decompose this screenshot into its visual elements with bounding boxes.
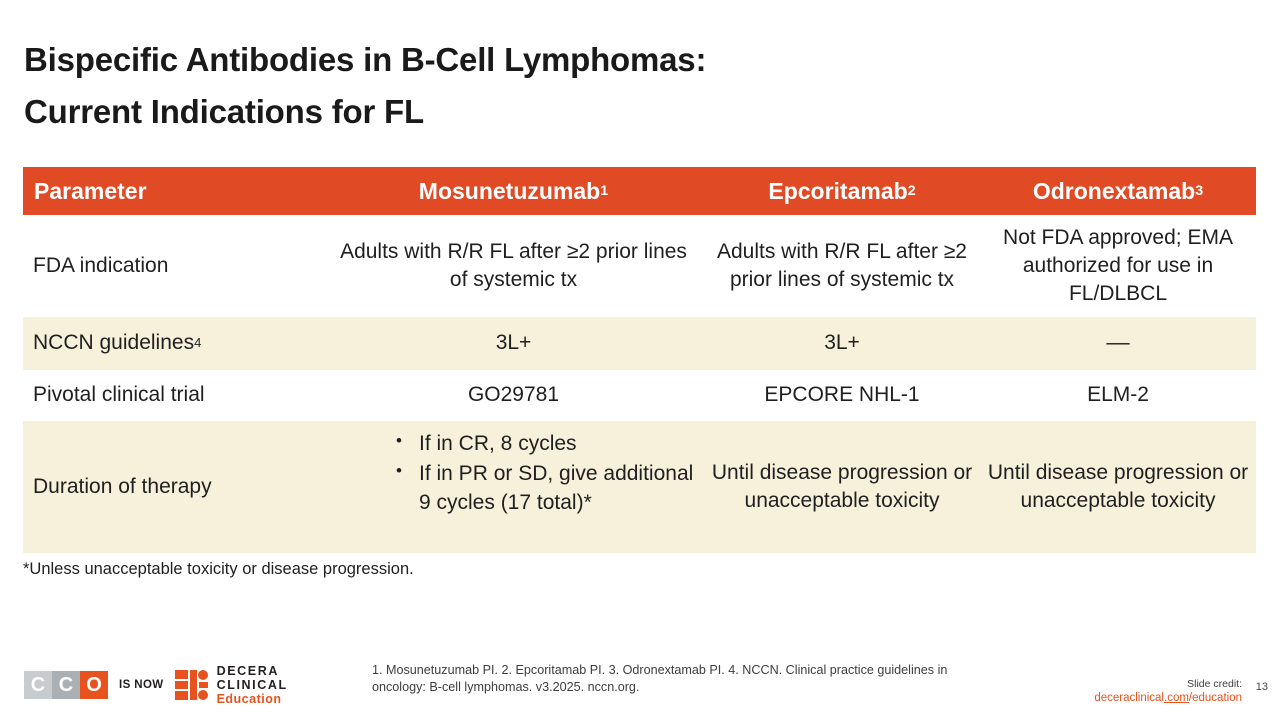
decera-logo: DECERA CLINICAL Education (174, 664, 288, 706)
column-header-epcoritamab-label: Epcoritamab (768, 177, 908, 204)
cco-tile-1: C (24, 671, 52, 699)
list-item: If in PR or SD, give additional 9 cycles… (393, 459, 698, 518)
cell-fda-mosunetuzumab: Adults with R/R FL after ≥2 prior lines … (340, 239, 687, 291)
slide-credit: Slide credit: deceraclinical.com/educati… (1094, 678, 1242, 706)
row-label-duration-of-therapy: Duration of therapy (23, 421, 323, 553)
cell-duration-mosunetuzumab: If in CR, 8 cycles If in PR or SD, give … (323, 421, 704, 553)
cco-logo: C C O (24, 671, 108, 699)
slide-credit-label: Slide credit: (1187, 678, 1242, 690)
cell-nccn-mosunetuzumab: 3L+ (495, 331, 532, 355)
row-label-text: Pivotal clinical trial (33, 383, 205, 407)
is-now-label: IS NOW (119, 679, 164, 691)
column-header-parameter: Parameter (23, 176, 323, 207)
cell-fda-odronextamab: Not FDA approved; EMA authorized for use… (1003, 226, 1233, 305)
cell-duration-odronextamab: Until disease progression or unacceptabl… (987, 460, 1249, 512)
cell-nccn-odronextamab: –– (1106, 331, 1130, 355)
table-row: FDA indication Adults with R/R FL after … (23, 215, 1256, 317)
cell-fda-epcoritamab: Adults with R/R FL after ≥2 prior lines … (716, 239, 967, 291)
slide-credit-url-part-2: .com (1164, 692, 1189, 705)
slide-credit-link[interactable]: deceraclinical.com/education (1094, 691, 1242, 705)
cell-trial-mosunetuzumab: GO29781 (467, 383, 560, 407)
slide-credit-url-part-3: /education (1188, 692, 1242, 705)
references-text: 1. Mosunetuzumab PI. 2. Epcoritamab PI. … (372, 663, 948, 695)
column-header-parameter-label: Parameter (34, 177, 147, 204)
decera-mark-icon (174, 670, 209, 700)
cco-tile-3: O (80, 671, 108, 699)
row-label-text: Duration of therapy (33, 474, 212, 498)
row-label-pivotal-clinical-trial: Pivotal clinical trial (23, 370, 323, 421)
row-label-text: NCCN guidelines (33, 331, 195, 355)
cell-nccn-epcoritamab: 3L+ (824, 331, 860, 355)
title-line-2: Current Indications for FL (24, 93, 424, 131)
decera-wordmark: DECERA CLINICAL Education (217, 664, 288, 706)
page-number: 13 (1255, 681, 1268, 693)
table-row: Pivotal clinical trial GO29781 EPCORE NH… (23, 369, 1256, 421)
cell-duration-epcoritamab: Until disease progression or unacceptabl… (711, 460, 973, 512)
footer-logo-band: C C O IS NOW DECERA CLINICAL Educa (24, 664, 288, 706)
duration-bullet-list: If in CR, 8 cycles If in PR or SD, give … (393, 429, 698, 518)
decera-line-2: CLINICAL (216, 678, 288, 692)
cco-tile-2: C (52, 671, 80, 699)
column-header-odronextamab-label: Odronextamab (1032, 177, 1196, 204)
page-title: Bispecific Antibodies in B-Cell Lymphoma… (24, 34, 1024, 138)
list-item: If in CR, 8 cycles (393, 429, 698, 459)
decera-line-1: DECERA (216, 664, 279, 678)
table-footnote: *Unless unacceptable toxicity or disease… (23, 560, 414, 578)
table-row: Duration of therapy If in CR, 8 cycles I… (23, 420, 1256, 553)
slide-credit-url-part-1: deceraclinical (1094, 692, 1164, 705)
column-header-mosunetuzumab-label: Mosunetuzumab (418, 177, 601, 204)
row-label-fda-indication: FDA indication (23, 215, 323, 317)
decera-line-3: Education (216, 692, 282, 706)
title-line-1: Bispecific Antibodies in B-Cell Lymphoma… (24, 41, 707, 78)
row-label-text: FDA indication (33, 253, 169, 277)
cell-trial-epcoritamab: EPCORE NHL-1 (764, 383, 920, 407)
cell-trial-odronextamab: ELM-2 (1087, 383, 1149, 407)
